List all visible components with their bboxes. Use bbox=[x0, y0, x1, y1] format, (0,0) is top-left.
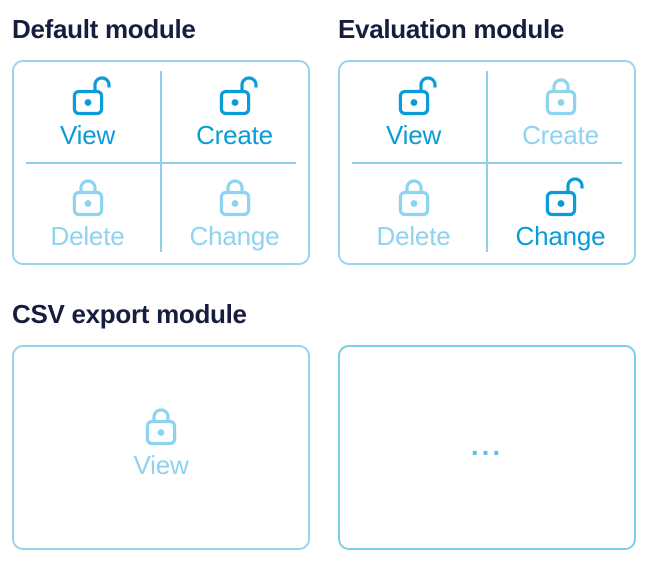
lock-icon bbox=[538, 175, 584, 219]
lock-closed-icon bbox=[398, 179, 429, 216]
permission-toggle-change[interactable]: Change bbox=[487, 163, 634, 264]
permission-label: Change bbox=[189, 220, 280, 251]
lock-icon bbox=[65, 175, 111, 219]
lock-icon bbox=[212, 175, 258, 219]
lock-closed-icon bbox=[72, 179, 103, 216]
permissions-grid: View Cr bbox=[340, 62, 634, 263]
lock-closed-icon bbox=[219, 179, 250, 216]
permission-label: View bbox=[59, 120, 116, 151]
module-section-default: Default module bbox=[12, 13, 310, 265]
horizontal-divider bbox=[26, 161, 296, 164]
lock-open-icon bbox=[398, 76, 437, 116]
lock-icon bbox=[212, 74, 258, 118]
permission-label: Change bbox=[515, 220, 606, 251]
module-section-csv-export: CSV export module View bbox=[12, 298, 310, 550]
permission-label: View bbox=[385, 120, 442, 151]
lock-icon bbox=[538, 74, 584, 118]
lock-closed-icon bbox=[545, 78, 576, 116]
permission-toggle-create[interactable]: Create bbox=[161, 62, 308, 163]
permissions-grid: View Cr bbox=[14, 62, 308, 263]
permission-toggle-delete[interactable]: Delete bbox=[340, 163, 487, 264]
permissions-card: View Cr bbox=[338, 60, 636, 265]
permission-label: View bbox=[133, 449, 189, 480]
permission-toggle-view[interactable]: View bbox=[14, 62, 161, 163]
lock-icon bbox=[391, 175, 437, 219]
module-section-evaluation: Evaluation module bbox=[338, 13, 636, 265]
permission-toggle-change[interactable]: Change bbox=[161, 163, 308, 264]
lock-closed-icon bbox=[145, 407, 177, 445]
lock-icon bbox=[138, 404, 184, 448]
permission-label: Create bbox=[522, 120, 599, 151]
permissions-card: View bbox=[12, 345, 310, 550]
module-section-more: ... bbox=[338, 298, 636, 550]
permissions-card: View Cr bbox=[12, 60, 310, 265]
permission-toggle-view[interactable]: View bbox=[133, 404, 189, 480]
permission-label: Delete bbox=[376, 220, 451, 251]
permission-label: Delete bbox=[50, 220, 125, 251]
module-title bbox=[338, 298, 636, 330]
permission-toggle-delete[interactable]: Delete bbox=[14, 163, 161, 264]
permission-toggle-view[interactable]: View bbox=[340, 62, 487, 163]
permission-label: Create bbox=[196, 120, 273, 151]
more-modules-card: ... bbox=[338, 345, 636, 550]
module-title: Evaluation module bbox=[338, 14, 565, 44]
lock-icon bbox=[391, 74, 437, 118]
permission-toggle-create[interactable]: Create bbox=[487, 62, 634, 163]
module-title: Default module bbox=[12, 14, 196, 44]
lock-icon bbox=[65, 74, 111, 118]
lock-open-icon bbox=[72, 76, 111, 116]
horizontal-divider bbox=[352, 161, 622, 164]
lock-open-icon bbox=[545, 177, 584, 216]
module-title: CSV export module bbox=[12, 299, 247, 329]
lock-open-icon bbox=[219, 76, 258, 116]
